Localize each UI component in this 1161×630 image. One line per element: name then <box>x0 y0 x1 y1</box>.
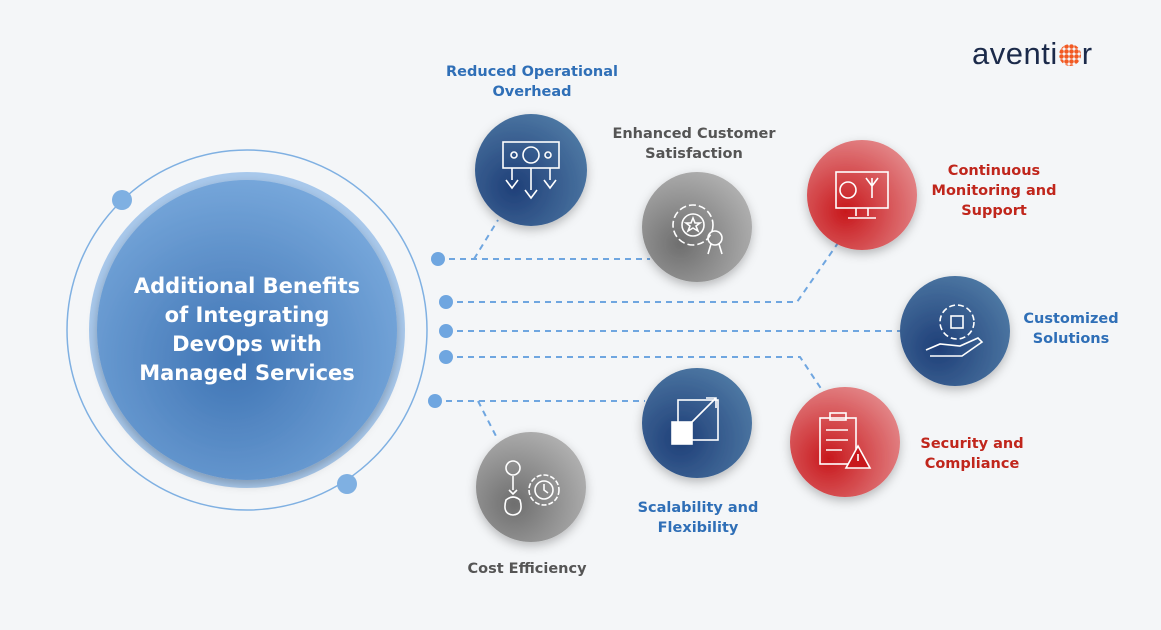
logo-text: r <box>1081 36 1093 71</box>
label-reduced-operational-overhead: Reduced Operational Overhead <box>446 62 618 102</box>
outer-ring <box>66 149 428 511</box>
center-circle <box>97 180 397 480</box>
clipboard-warning-icon <box>790 387 900 497</box>
logo-globe-icon <box>1058 44 1081 66</box>
label-line: Overhead <box>492 84 572 100</box>
outer-ring-dot <box>337 474 357 494</box>
label-continuous-monitoring: Continuous Monitoring and Support <box>932 161 1057 221</box>
label-line: Reduced Operational <box>446 64 618 80</box>
label-line: Enhanced Customer <box>612 126 776 142</box>
scale-arrow-icon <box>642 368 752 478</box>
label-line: Security and <box>920 436 1024 452</box>
label-line: Flexibility <box>657 520 739 536</box>
money-down-icon <box>475 114 587 226</box>
money-clock-icon <box>476 432 586 542</box>
center-title: Additional Benefits of Integrating DevOp… <box>134 272 360 388</box>
label-line: Continuous <box>947 163 1041 179</box>
title-line: Additional Benefits <box>133 274 361 298</box>
logo-text: aventi <box>972 36 1058 71</box>
label-customized-solutions: Customized Solutions <box>1023 309 1118 349</box>
connector-dots <box>428 252 453 408</box>
title-line: of Integrating <box>164 303 330 327</box>
label-line: Cost Efficiency <box>467 561 587 577</box>
outer-ring-dot <box>112 190 132 210</box>
monitor-support-icon <box>807 140 917 250</box>
hand-gear-puzzle-icon <box>900 276 1010 386</box>
label-cost-efficiency: Cost Efficiency <box>467 559 586 579</box>
label-line: Support <box>961 203 1027 219</box>
label-line: Compliance <box>924 456 1020 472</box>
connector-lines <box>435 219 900 441</box>
label-line: Scalability and <box>637 500 759 516</box>
gear-star-award-icon <box>642 172 752 282</box>
label-scalability-flexibility: Scalability and Flexibility <box>638 498 759 538</box>
label-line: Satisfaction <box>645 146 743 162</box>
label-line: Customized <box>1023 311 1119 327</box>
label-security-compliance: Security and Compliance <box>920 434 1023 474</box>
label-enhanced-customer-satisfaction: Enhanced Customer Satisfaction <box>612 124 775 164</box>
label-line: Solutions <box>1032 331 1110 347</box>
label-line: Monitoring and <box>931 183 1057 199</box>
title-line: Managed Services <box>139 361 355 385</box>
title-line: DevOps with <box>172 332 322 356</box>
